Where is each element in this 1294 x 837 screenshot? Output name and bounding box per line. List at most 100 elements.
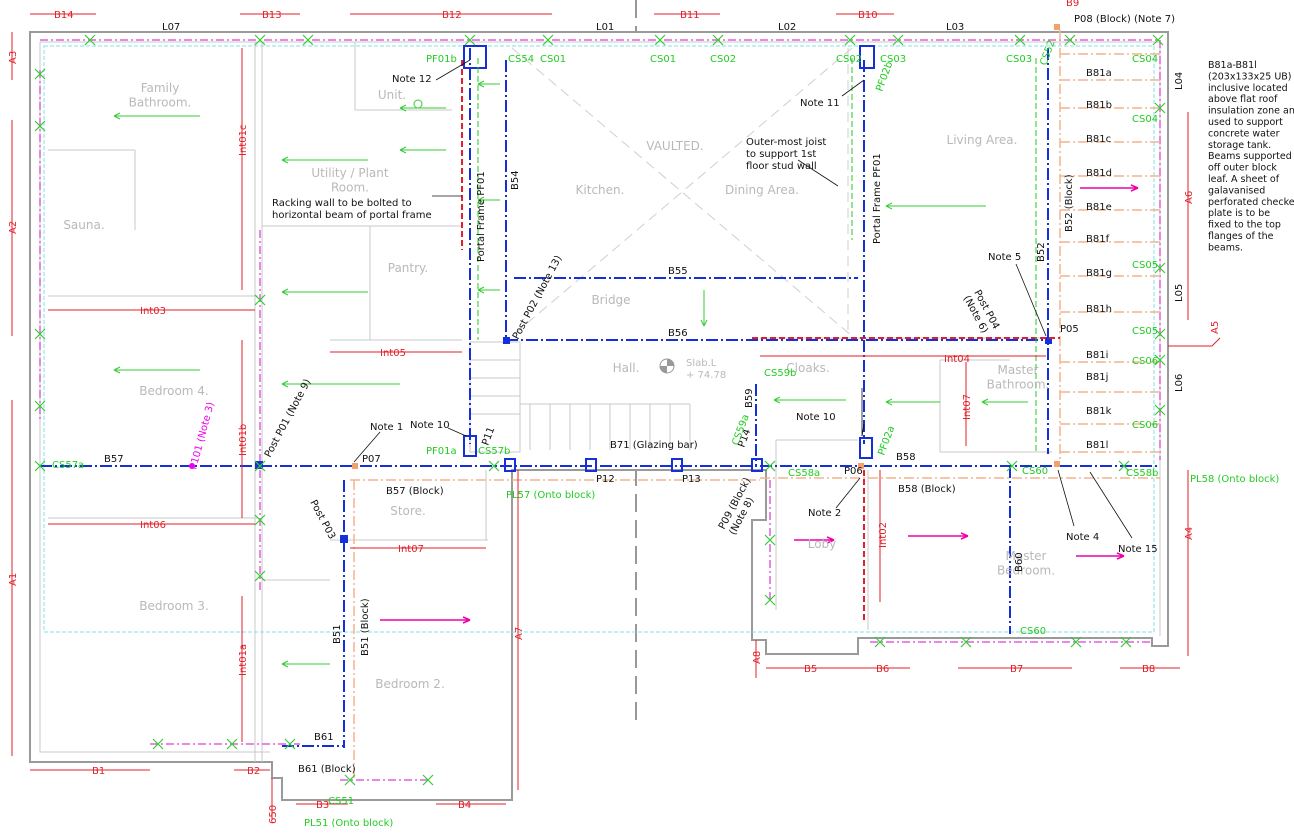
beam-b71: B71 (Glazing bar) <box>610 440 698 451</box>
beam-b81i: B81i <box>1086 350 1108 361</box>
beam-b81a: B81a <box>1086 68 1112 79</box>
connection-cross-marker <box>874 636 886 648</box>
block-direction-arrows <box>380 184 1139 624</box>
connection-cross-marker <box>254 570 266 582</box>
member-cs05-a: CS05 <box>1132 260 1158 271</box>
note-12: Note 12 <box>392 74 432 85</box>
member-cs02-b: CS02 <box>836 54 862 65</box>
room-pantry: Pantry. <box>388 261 429 275</box>
room-store: Store. <box>390 504 426 518</box>
beam-b52: B52 <box>1036 242 1047 262</box>
member-cs01-b: CS01 <box>650 54 676 65</box>
room-cloaks: Cloaks. <box>786 361 829 375</box>
dim-b14: B14 <box>54 10 74 21</box>
dim-int07-bath: Int07 <box>962 394 973 420</box>
member-cs57a: CS57a <box>52 460 84 471</box>
beam-b81j: B81j <box>1086 372 1108 383</box>
note-leaders <box>353 59 1133 539</box>
connection-cross-marker <box>1154 404 1166 416</box>
dimension-labels: B14 B13 B12 B11 B10 B9 A3 A2 A1 A6 A4 A5… <box>8 0 1221 824</box>
beam-l02: L02 <box>778 22 796 33</box>
note-4: Note 4 <box>1066 532 1099 543</box>
connection-cross-marker <box>1006 460 1018 472</box>
connection-cross-marker <box>892 34 904 46</box>
dim-b7: B7 <box>1010 664 1023 675</box>
connection-cross-marker <box>654 34 666 46</box>
beam-b54: B54 <box>510 170 521 190</box>
connection-cross-marker <box>1064 34 1076 46</box>
beam-b81k: B81k <box>1086 406 1112 417</box>
member-cs51: CS51 <box>328 796 354 807</box>
connection-cross-marker <box>1014 34 1026 46</box>
connection-cross-marker <box>960 636 972 648</box>
beam-b81h: B81h <box>1086 304 1112 315</box>
dim-int01c: Int01c <box>238 125 249 156</box>
note-side-b81: B81a-B81l(203x133x25 UB)inclusive locate… <box>1208 60 1294 253</box>
dim-b9: B9 <box>1066 0 1079 9</box>
dim-int01b: Int01b <box>238 424 249 456</box>
connection-cross-marker <box>764 460 776 472</box>
beam-b81g: B81g <box>1086 268 1112 279</box>
dim-a7: A7 <box>514 627 525 640</box>
note-10-left: Note 10 <box>410 420 450 431</box>
beam-b58-block: B58 (Block) <box>898 484 956 495</box>
dim-a2: A2 <box>8 221 19 234</box>
dim-a1: A1 <box>8 573 19 586</box>
dim-int02: Int02 <box>878 522 889 548</box>
post-p07: P07 <box>362 454 381 465</box>
dim-a3: A3 <box>8 51 19 64</box>
red-dashed-lines <box>461 60 1060 620</box>
connection-cross-marker <box>1152 34 1164 46</box>
connection-cross-marker <box>254 514 266 526</box>
connection-cross-marker <box>254 294 266 306</box>
beam-b81e: B81e <box>1086 202 1112 213</box>
member-cs06-b: CS06 <box>1132 420 1158 431</box>
beam-b81d: B81d <box>1086 168 1112 179</box>
beam-l04: L04 <box>1174 72 1185 90</box>
dim-int06: Int06 <box>140 520 166 531</box>
beam-b56: B56 <box>668 328 688 339</box>
connection-cross-marker <box>34 400 46 412</box>
dim-a8: A8 <box>752 651 763 664</box>
dim-b4: B4 <box>458 800 471 811</box>
room-living: Living Area. <box>947 133 1018 147</box>
beam-b81c: B81c <box>1086 134 1111 145</box>
connection-cross-marker <box>152 738 164 750</box>
dim-b13: B13 <box>262 10 282 21</box>
block-beams <box>350 24 1160 780</box>
connection-cross-marker <box>226 738 238 750</box>
p101-point <box>189 463 195 469</box>
partition-lines <box>39 39 1161 781</box>
beam-b55: B55 <box>668 266 688 277</box>
beam-b81f: B81f <box>1086 234 1110 245</box>
connection-cross-marker <box>254 34 266 46</box>
room-sauna: Sauna. <box>63 218 104 232</box>
dim-int03: Int03 <box>140 306 166 317</box>
joist-direction-arrows <box>113 80 1028 668</box>
beam-b61: B61 <box>314 732 334 743</box>
note-11: Note 11 <box>800 98 840 109</box>
beam-b58: B58 <box>896 452 916 463</box>
member-cs57b: CS57b <box>478 446 510 457</box>
dim-int05: Int05 <box>380 348 406 359</box>
member-pl57: PL57 (Onto block) <box>506 490 595 501</box>
member-cs59b: CS59b <box>764 368 796 379</box>
connection-cross-marker <box>1118 460 1130 472</box>
dim-b10: B10 <box>858 10 878 21</box>
room-unit: Unit. <box>378 88 406 102</box>
connection-cross-marker <box>844 34 856 46</box>
dim-int07-store: Int07 <box>398 544 424 555</box>
beam-b52-block: B52 (Block) <box>1064 174 1075 232</box>
connection-cross-marker <box>34 460 46 472</box>
connection-cross-marker <box>764 594 776 606</box>
room-bedroom-3: Bedroom 3. <box>139 599 209 613</box>
beam-b59: B59 <box>744 388 755 408</box>
member-cs02-a: CS02 <box>710 54 736 65</box>
member-pl51: PL51 (Onto block) <box>304 818 393 829</box>
